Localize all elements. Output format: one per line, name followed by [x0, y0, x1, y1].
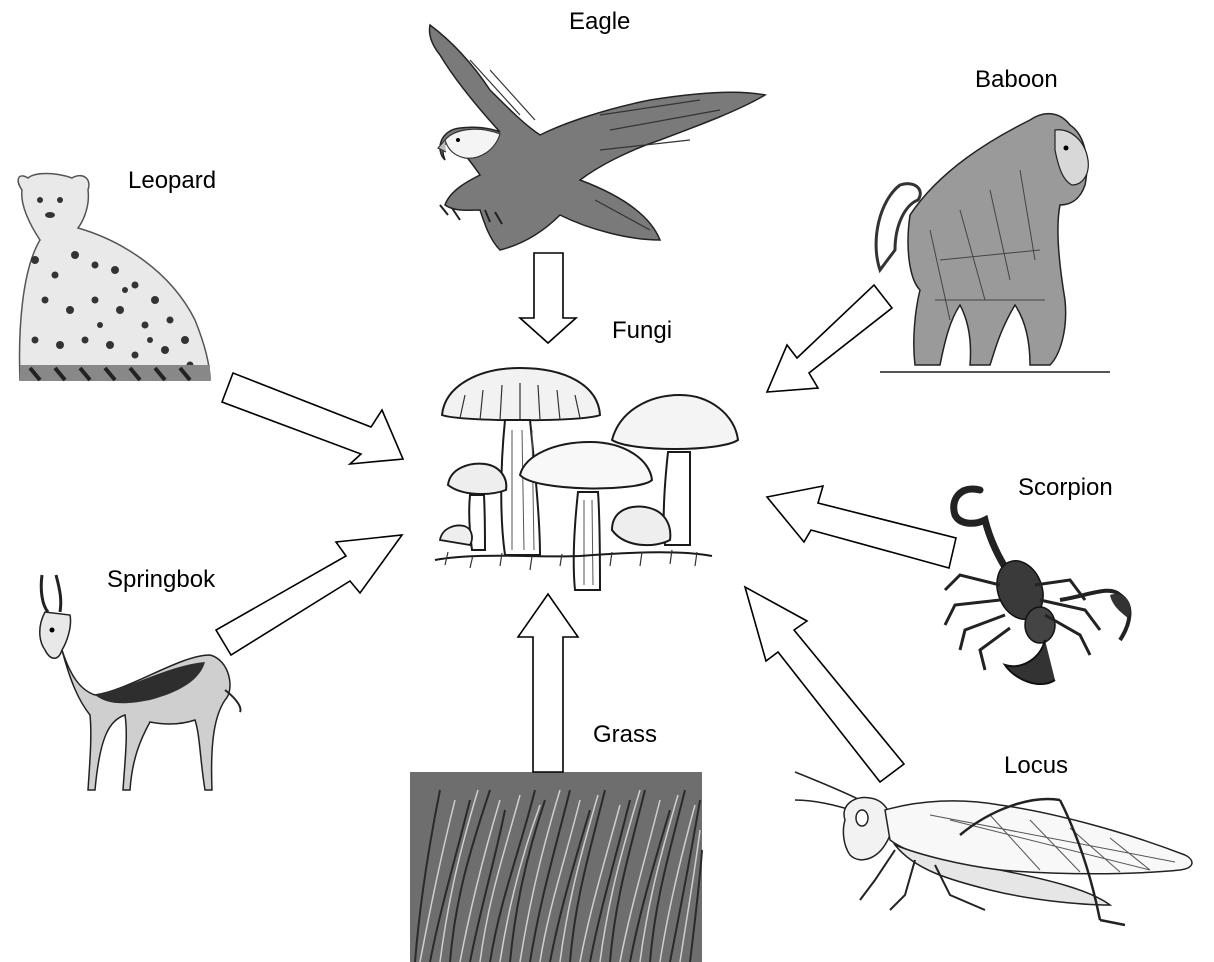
- arrow-leopard-to-fungi: [222, 373, 403, 464]
- arrow-eagle-to-fungi: [520, 253, 576, 343]
- label-scorpion: Scorpion: [1018, 474, 1113, 502]
- eagle-image: [429, 25, 765, 250]
- label-fungi: Fungi: [612, 317, 672, 345]
- arrow-locus-to-fungi: [745, 587, 904, 782]
- arrow-springbok-to-fungi: [216, 535, 402, 655]
- label-locus: Locus: [1004, 752, 1068, 780]
- label-leopard: Leopard: [128, 167, 216, 195]
- label-grass: Grass: [593, 721, 657, 749]
- label-eagle: Eagle: [569, 8, 630, 36]
- arrow-baboon-to-fungi: [767, 285, 892, 392]
- arrow-grass-to-fungi: [518, 594, 578, 772]
- grass-image: [410, 772, 702, 962]
- label-baboon: Baboon: [975, 66, 1058, 94]
- baboon-image: [876, 114, 1110, 372]
- fungi-image: [435, 368, 738, 590]
- leopard-image: [18, 174, 210, 382]
- scorpion-image: [945, 489, 1130, 684]
- locus-image: [795, 772, 1192, 925]
- label-springbok: Springbok: [107, 566, 215, 594]
- arrow-scorpion-to-fungi: [767, 486, 956, 568]
- springbok-image: [40, 575, 241, 790]
